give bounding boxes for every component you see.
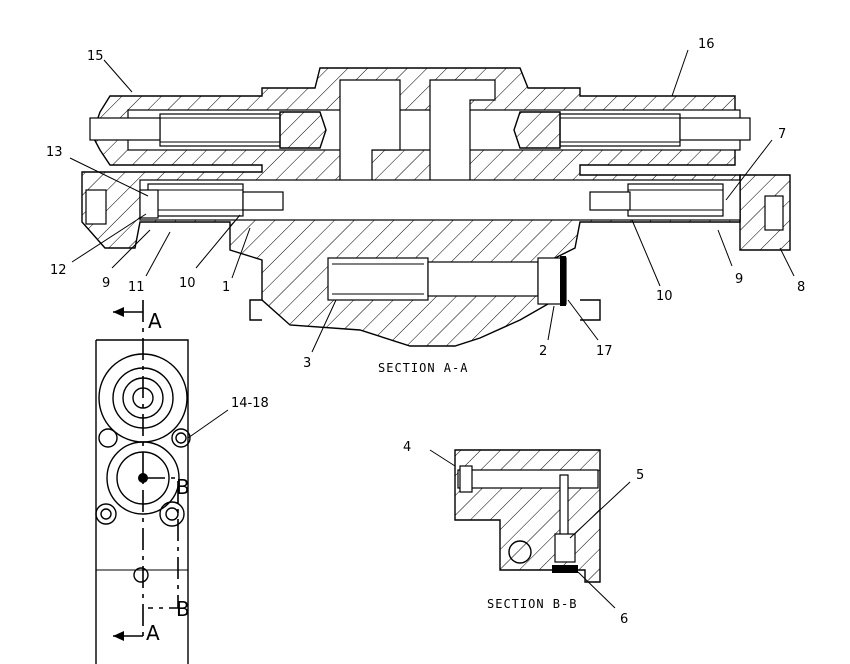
cap-plug-right	[764, 195, 784, 231]
leader-14-18	[187, 409, 229, 439]
cap-plug-left	[85, 189, 107, 225]
callout-7: 7	[778, 127, 786, 142]
spring-16	[559, 113, 681, 147]
upper-poppet-left	[279, 111, 327, 149]
callout-1: 1	[222, 280, 230, 295]
callout-14-18: 14-18	[231, 396, 269, 411]
spool-3	[327, 257, 429, 301]
callout-16: 16	[698, 37, 715, 52]
section-b-b-view: SECTION B-B	[429, 449, 631, 611]
callout-8: 8	[797, 280, 805, 295]
callout-13: 13	[46, 145, 63, 160]
left-upper-plug	[89, 117, 161, 141]
upper-poppet-right	[513, 111, 561, 149]
bolt-upper-left	[98, 428, 118, 448]
callout-2: 2	[539, 344, 547, 359]
callout-15: 15	[87, 49, 104, 64]
callout-12: 12	[50, 263, 67, 278]
callout-3: 3	[303, 356, 311, 371]
spring-16-coils	[560, 117, 680, 143]
section-b-b-title: SECTION B-B	[487, 597, 577, 611]
retainer-12	[139, 189, 159, 219]
callout-17: 17	[596, 344, 613, 359]
spring-15-coils	[160, 117, 280, 143]
plug-4	[459, 465, 473, 493]
spool-end-left	[242, 191, 284, 211]
bolt-lower-left	[95, 503, 117, 525]
seal-17	[560, 256, 566, 306]
callouts: 15 16 13 7 12 9 11 10 1 10 9 8 3 2 17 14…	[46, 37, 805, 627]
pin-hole	[133, 567, 149, 583]
spool-end-right	[589, 191, 631, 211]
callout-11: 11	[128, 280, 145, 295]
callout-4: 4	[403, 440, 411, 455]
bolt-14-18	[171, 428, 191, 448]
callout-10-right: 10	[656, 289, 673, 304]
bottom-flange-left	[249, 299, 262, 321]
check-valve-5	[554, 533, 576, 563]
bottom-flange-right	[580, 299, 601, 321]
b-port	[508, 540, 532, 564]
cut-line-b	[143, 477, 179, 609]
spring-15	[159, 113, 281, 147]
bolt-lower-right	[159, 501, 185, 527]
plan-view: A A B B	[95, 300, 229, 664]
cut-letter-a-top: A	[148, 309, 162, 333]
cut-letter-b-bottom: B	[176, 597, 190, 621]
right-upper-plug	[679, 117, 751, 141]
callout-5: 5	[636, 468, 644, 483]
spring-11	[147, 183, 244, 217]
lower-spool-rod	[427, 261, 539, 297]
plug-6	[552, 565, 578, 573]
b-passage	[457, 469, 599, 489]
check-stem	[559, 474, 569, 538]
plan-body-outline	[95, 339, 189, 664]
cut-letter-b-top: B	[176, 475, 190, 499]
callout-6: 6	[620, 612, 628, 627]
section-a-a-view: SECTION A-A	[81, 67, 791, 375]
section-a-a-title: SECTION A-A	[378, 361, 468, 375]
cut-letter-a-bottom: A	[146, 621, 160, 645]
leader-lines-a	[69, 49, 795, 353]
callout-10-left: 10	[179, 276, 196, 291]
callout-9-left: 9	[102, 276, 110, 291]
spring-7	[627, 183, 724, 217]
callout-9-right: 9	[735, 272, 743, 287]
